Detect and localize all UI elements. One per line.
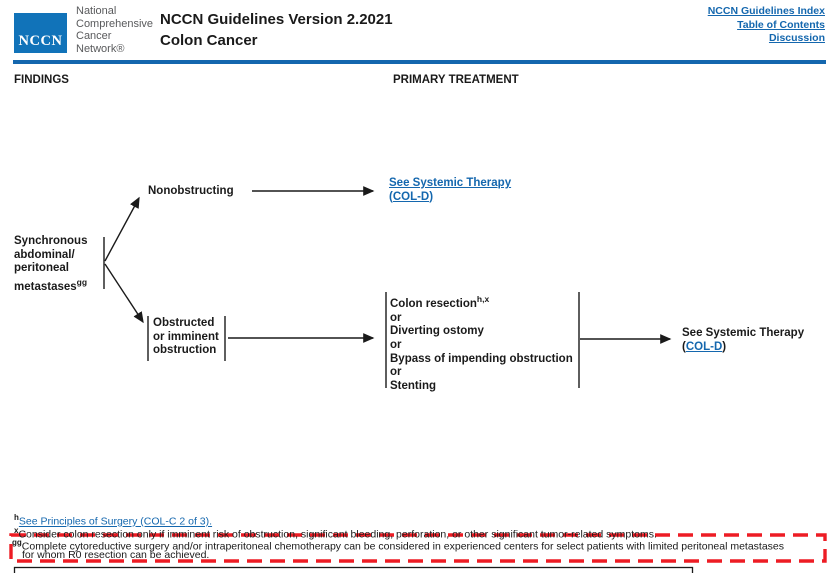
- footnote-x-marker: x: [14, 526, 19, 535]
- bottom-partial-box: [13, 566, 694, 573]
- node-systemic-therapy-bottom: See Systemic Therapy (COL-D): [682, 327, 804, 354]
- cancer-type-title: Colon Cancer: [160, 32, 258, 49]
- node-treatment-options: Colon resectionh,x or Diverting ostomy o…: [390, 293, 573, 394]
- org-line: Comprehensive: [76, 17, 154, 30]
- node-line: See Systemic Therapy: [682, 327, 805, 339]
- column-header-findings: FINDINGS: [14, 74, 69, 86]
- option-line: Diverting ostomy: [390, 325, 484, 338]
- option-line: Stenting: [390, 380, 436, 393]
- org-line: Network®: [76, 42, 125, 55]
- footnote-h-marker: h: [14, 513, 19, 522]
- footnote-gg-continued: for whom R0 resection can be achieved.: [22, 549, 210, 561]
- org-line: National: [76, 5, 117, 17]
- node-obstructed: Obstructed or imminent obstruction: [153, 317, 219, 358]
- node-line: (COL-D): [682, 340, 727, 353]
- footnote-gg: ggComplete cytoreductive surgery and/or …: [12, 537, 784, 553]
- footnote-gg-marker: gg: [12, 538, 22, 547]
- node-nonobstructing: Nonobstructing: [148, 185, 234, 197]
- link-systemic-therapy-top[interactable]: See Systemic Therapy (COL-D): [389, 177, 511, 204]
- nav-discussion-link[interactable]: Discussion: [768, 32, 825, 44]
- footnote-ref-gg: gg: [76, 276, 88, 287]
- node-line: Obstructed: [153, 317, 215, 329]
- footnote-h-link[interactable]: See Principles of Surgery (COL-C 2 of 3)…: [18, 515, 213, 528]
- node-line: or imminent: [153, 330, 219, 343]
- footnote-gg-line1: Complete cytoreductive surgery and/or in…: [21, 540, 785, 553]
- link-line[interactable]: See Systemic Therapy: [389, 177, 512, 189]
- node-line: metastasesgg: [14, 276, 88, 293]
- option-line: or: [390, 338, 402, 351]
- nav-guidelines-index-link[interactable]: NCCN Guidelines Index: [707, 5, 825, 17]
- header-divider-rule: [13, 60, 826, 64]
- node-line: Synchronous: [14, 235, 88, 247]
- node-line: obstruction: [153, 344, 217, 356]
- guidelines-version-title: NCCN Guidelines Version 2.2021: [160, 11, 393, 28]
- footnote-ref-hx: h,x: [476, 294, 490, 304]
- node-line: abdominal/: [14, 248, 75, 261]
- footnote-x: xConsider colon resection only if immine…: [14, 525, 657, 541]
- arrow-to-nonobstructing: [104, 196, 140, 262]
- header-nav: NCCN Guidelines Index Table of Contents …: [605, 5, 825, 46]
- footnote-h: hSee Principles of Surgery (COL-C 2 of 3…: [14, 512, 212, 528]
- column-header-primary-treatment: PRIMARY TREATMENT: [393, 74, 519, 86]
- option-line: or: [390, 311, 402, 324]
- footnote-x-text: Consider colon resection only if imminen…: [18, 528, 657, 541]
- nav-table-of-contents-link[interactable]: Table of Contents: [737, 18, 825, 31]
- arrow-to-obstructed: [104, 263, 144, 324]
- connector-lines: [103, 186, 672, 388]
- option-line: Colon resectionh,x: [390, 294, 490, 310]
- option-line: Bypass of impending obstruction: [390, 352, 573, 365]
- link-line[interactable]: (COL-D): [389, 190, 434, 203]
- page-title: NCCN Guidelines Version 2.2021 Colon Can…: [160, 9, 393, 51]
- node-synchronous-metastases: Synchronous abdominal/ peritoneal metast…: [14, 235, 87, 294]
- node-line: peritoneal: [14, 262, 69, 274]
- org-name: National Comprehensive Cancer Network®: [76, 5, 153, 55]
- link-col-d[interactable]: COL-D: [685, 340, 723, 353]
- nccn-logo-text: NCCN: [18, 33, 63, 49]
- nccn-logo: NCCN: [14, 13, 67, 53]
- org-line: Cancer: [76, 30, 112, 42]
- option-line: or: [390, 366, 402, 379]
